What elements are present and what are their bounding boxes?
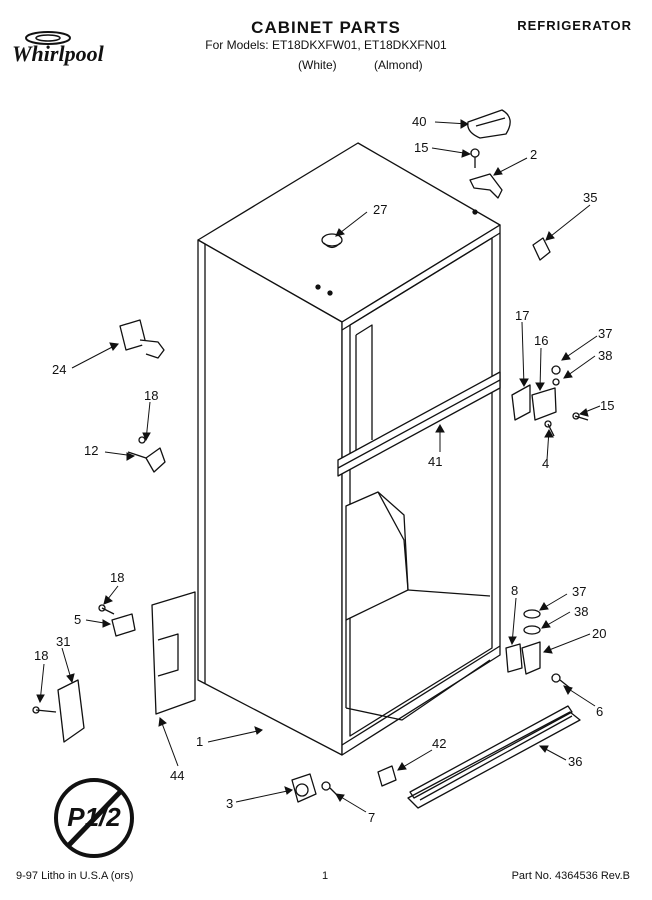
- part-42-grille-clip: [377, 765, 397, 787]
- callout-20: 20: [592, 626, 607, 641]
- part-5-clip: [98, 604, 136, 637]
- callout-38: 38: [598, 348, 613, 363]
- whirlpool-logo: Whirlpool: [12, 28, 142, 72]
- callout-27: 27: [373, 202, 388, 217]
- part-44-side-bracket: [151, 591, 196, 715]
- callout-24: 24: [52, 362, 67, 377]
- callout-17: 17: [515, 308, 530, 323]
- p12-badge: [54, 778, 134, 858]
- callout-18b: 18: [110, 570, 125, 585]
- callout-4: 4: [542, 456, 550, 471]
- part-36-toe-grille: [407, 705, 581, 809]
- part-16-center-hinge: [511, 365, 561, 421]
- callout-31: 31: [56, 634, 71, 649]
- callout-7: 7: [368, 810, 376, 825]
- callout-5: 5: [74, 612, 82, 627]
- part-6-screw: [551, 673, 571, 689]
- fresh-food-interior: [345, 491, 491, 721]
- part-15-top-screw: [470, 148, 480, 168]
- part-24-bracket-pin: [119, 319, 165, 359]
- callout-12: 12: [84, 443, 99, 458]
- models-line: For Models: ET18DKXFW01, ET18DKXFN01: [205, 38, 447, 52]
- callout-41: 41: [428, 454, 443, 469]
- footer-litho: 9-97 Litho in U.S.A (ors): [16, 870, 134, 882]
- callout-16: 16: [534, 333, 549, 348]
- leader-lines: [36, 119, 601, 813]
- part-40-hinge-cover: [467, 109, 511, 139]
- callout-36: 36: [568, 754, 583, 769]
- category-label: REFRIGERATOR: [517, 18, 632, 33]
- callout-2: 2: [530, 147, 538, 162]
- color-almond-label: (Almond): [374, 58, 423, 72]
- callout-8: 8: [511, 583, 519, 598]
- callout-3: 3: [226, 796, 234, 811]
- page-title: CABINET PARTS: [251, 18, 401, 37]
- footer-page-number: 1: [322, 870, 329, 882]
- part-35-door-stop: [532, 237, 551, 261]
- callout-37b: 37: [572, 584, 587, 599]
- callout-44: 44: [170, 768, 185, 783]
- callout-37: 37: [598, 326, 613, 341]
- callout-40: 40: [412, 114, 427, 129]
- callout-15b: 15: [600, 398, 615, 413]
- divider-mullion-41: [337, 371, 501, 477]
- part-31-cover: [32, 679, 85, 743]
- callout-1: 1: [196, 734, 204, 749]
- part-15-4-screws: [544, 412, 589, 437]
- callout-35: 35: [583, 190, 598, 205]
- part-2-top-hinge: [469, 173, 503, 199]
- logo-swirl-icon: [25, 31, 71, 45]
- part-27-plug-button: [321, 233, 343, 249]
- callout-38b: 38: [574, 604, 589, 619]
- part-3-roller: [291, 773, 317, 803]
- callout-18c: 18: [34, 648, 49, 663]
- p12-badge-label: P1/2: [67, 802, 121, 832]
- logo-wordmark: Whirlpool: [12, 41, 104, 66]
- part-12-clip: [127, 436, 166, 473]
- freezer-interior: [355, 324, 373, 455]
- callout-15: 15: [414, 140, 429, 155]
- color-white-label: (White): [298, 58, 337, 72]
- cabinet-side: [197, 239, 343, 756]
- callout-6: 6: [596, 704, 604, 719]
- footer-part-number: Part No. 4364536 Rev.B: [511, 870, 630, 882]
- part-20-bottom-hinge: [505, 609, 541, 675]
- callout-18: 18: [144, 388, 159, 403]
- callout-42: 42: [432, 736, 447, 751]
